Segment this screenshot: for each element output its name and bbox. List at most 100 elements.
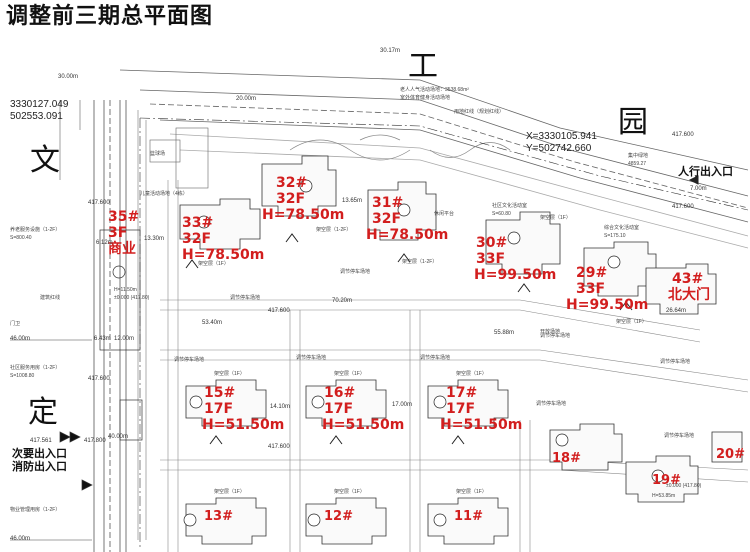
dimension-ticks (10, 100, 92, 541)
building-35-outline (99, 229, 141, 351)
dim-1700: 17.00m (392, 402, 413, 408)
pm-000-19: ±0.000 (417.80) (666, 483, 702, 489)
courtyard (149, 127, 209, 189)
label-17-floors: 17F (446, 401, 476, 417)
tiaojie-9: 调节停车场地 (660, 359, 691, 365)
label-32-num: 32# (276, 175, 308, 191)
tiaojie-6: 调节停车场地 (536, 401, 567, 407)
label-19-num: 19# (652, 473, 681, 488)
label-43-name: 北大门 (668, 287, 710, 303)
jiakong-label-9: 架空层（1F） (214, 489, 245, 495)
label-35-num: 35# (108, 209, 140, 225)
label-17-height: H=51.50m (440, 417, 523, 433)
pingtai-label: 休闲平台 (434, 211, 455, 217)
dim-1410: 14.10m (270, 404, 291, 410)
jiakong-label-8: 架空层（1F） (456, 371, 487, 377)
elev-label-7: 417.800 (84, 438, 106, 444)
tiaojie-8: 调节停车场地 (540, 333, 571, 339)
label-15-floors: 17F (204, 401, 234, 417)
h-1150: H=11.50m (114, 287, 137, 293)
dim-643: 6.43m (94, 336, 111, 342)
tiaojie-2: 调节停车场地 (230, 295, 261, 301)
ertong-label: 儿童活动场地（4栋） (140, 191, 188, 197)
dim-2000: 20.00m (236, 96, 257, 102)
label-13-num: 13# (204, 509, 233, 524)
label-31-floors: 32F (372, 211, 402, 227)
diagonal-road (119, 69, 749, 249)
lu-note: 开放场地 (540, 329, 561, 335)
pm-000-35: ±0.000 (417.80) (114, 295, 150, 301)
jiakong-label-3: 架空层（1-2F） (402, 259, 438, 265)
label-17-num: 17# (446, 385, 478, 401)
label-29-floors: 33F (576, 281, 606, 297)
tiaojie-1: 调节停车场地 (340, 269, 371, 275)
jiakong-label-11: 架空层（1F） (456, 489, 487, 495)
label-33-height: H=78.50m (182, 247, 265, 263)
tiaojie-3: 调节停车场地 (174, 357, 205, 363)
jiakong-label-6: 架空层（1F） (214, 371, 245, 377)
jianzhu-redline: 建筑红线 (40, 295, 61, 301)
label-35-floors: 3F (108, 225, 128, 241)
red-line-note: 用地红线（规划红线） (454, 109, 505, 115)
label-29-num: 29# (576, 265, 608, 281)
dim-4000: 40.00m (108, 434, 129, 440)
pedestrian-entrance-label: 人行出入口 (678, 165, 733, 178)
jiance-label: 门卫 (10, 321, 21, 327)
label-43-num: 43# (672, 271, 704, 287)
coord-right-x: X=3330105.941 (526, 131, 597, 142)
elev-label-5: 417.600 (672, 132, 694, 138)
wangqiu-label: 篮球场 (150, 151, 166, 157)
dim-5320: 53.40m (202, 320, 223, 326)
elev-label-2: 417.600 (88, 376, 110, 382)
label-12-num: 12# (324, 509, 353, 524)
page-title: 调整前三期总平面图 (6, 4, 214, 29)
wenhua-area: S=175.10 (604, 233, 626, 239)
label-16-height: H=51.50m (322, 417, 405, 433)
elev-label-3: 417.600 (268, 308, 290, 314)
yisheng-area: S=60.80 (492, 211, 511, 217)
direction-ding: 定 (28, 395, 58, 430)
label-29-height: H=99.50m (566, 297, 649, 313)
yisheng-label: 社区文化活动室 (492, 203, 528, 209)
wuye-label: 物业管理用房（1-2F） (10, 507, 61, 513)
coord-right-y: Y=502742.660 (526, 143, 592, 154)
dim-46-bottom: 46.00m (10, 536, 31, 542)
elev-label-1: 417.600 (88, 200, 110, 206)
building-markers (183, 179, 665, 527)
elev-label-6: 417.600 (672, 204, 694, 210)
jiakong-label-10: 架空层（1F） (334, 489, 365, 495)
dim-12: 12.00m (114, 336, 135, 342)
shequ-area: S=1008.80 (10, 373, 35, 379)
label-11-num: 11# (454, 509, 483, 524)
direction-wen: 文 (30, 143, 60, 178)
label-32-height: H=78.50m (262, 207, 345, 223)
gate-house (59, 399, 143, 491)
label-35-use: 商业 (108, 241, 136, 257)
direction-gong: 工 (408, 49, 438, 84)
green-area-label: 集中绿地 (628, 153, 649, 159)
dim-612: 6.12m (96, 240, 113, 246)
tiaojie-4: 调节停车场地 (296, 355, 327, 361)
label-31-num: 31# (372, 195, 404, 211)
label-16-num: 16# (324, 385, 356, 401)
secondary-entrance-label: 次要出入口 (12, 447, 67, 460)
label-30-num: 30# (476, 235, 508, 251)
label-30-floors: 33F (476, 251, 506, 267)
wenhua-label: 综合文化活动室 (604, 225, 640, 231)
yuan-note-1: 老人人气活动场地：3538.68m² (400, 87, 469, 93)
direction-yuan: 园 (618, 105, 648, 140)
label-31-height: H=78.50m (366, 227, 449, 243)
dim-700: 7.00m (690, 186, 707, 192)
yanglao-label: 养老服务设施（1-2F） (10, 227, 61, 233)
jiakong-label-5: 架空层（1F） (616, 319, 647, 325)
coord-left-y: 502553.091 (10, 111, 63, 122)
green-area-value: 4859.27 (628, 161, 647, 167)
h-5385: H=53.85m (652, 493, 676, 499)
dim-1330: 13.30m (144, 236, 165, 242)
tiaojie-7: 调节停车场地 (664, 433, 695, 439)
internal-roads (160, 180, 749, 552)
dim-3017: 30.17m (380, 48, 401, 54)
jiakong-label-7: 架空层（1F） (334, 371, 365, 377)
midrise-outlines (185, 379, 743, 545)
fire-entrance-label: 消防出入口 (12, 460, 67, 473)
